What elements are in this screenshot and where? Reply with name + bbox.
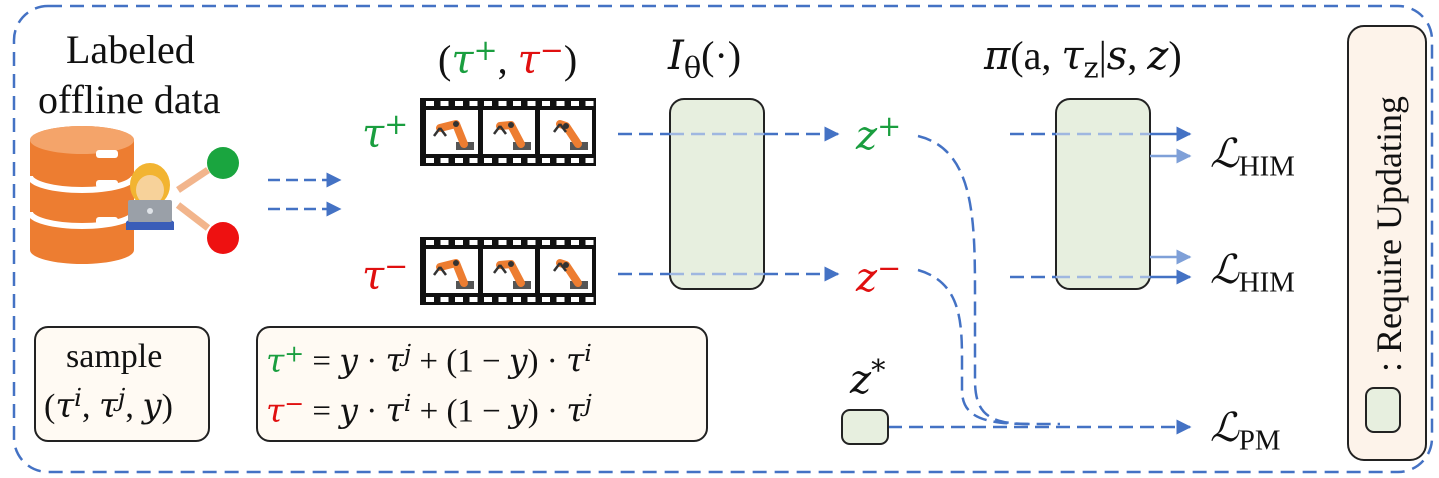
robot-arm-icon	[493, 260, 531, 289]
film-perforation	[585, 240, 594, 245]
film-perforation	[440, 240, 449, 245]
green-circle-icon	[207, 147, 239, 179]
formula-row-2: τ− = y · τi + (1 − y) · τj	[266, 389, 592, 430]
film-perforation	[542, 158, 550, 163]
film-perforation	[527, 240, 536, 245]
policy-module	[1055, 98, 1151, 290]
film-perforation	[556, 297, 565, 302]
legend-label: : Require Updating	[1369, 96, 1409, 372]
film-perforation	[469, 158, 478, 163]
red-circle-icon	[207, 222, 239, 254]
film-perforation	[469, 101, 478, 106]
loss-pm: ℒPM	[1210, 405, 1281, 457]
film-perforation	[585, 101, 594, 106]
formula-box	[256, 326, 708, 442]
film-perforation	[498, 101, 507, 106]
film-perforation	[484, 297, 492, 302]
film-perforation	[426, 101, 434, 106]
film-perforation	[455, 101, 463, 106]
film-perforation	[542, 297, 550, 302]
z-minus-label: z−	[856, 251, 902, 301]
encoder-label: Iθ(·)	[668, 33, 742, 85]
data-source-line1: Labeled	[66, 27, 195, 72]
formula-row-1: τ+ = y · τj + (1 − y) · τi	[266, 339, 592, 380]
pair-open: (	[438, 36, 452, 82]
film-perforation	[513, 158, 521, 163]
film-perforation	[571, 240, 579, 245]
film-perforation	[571, 101, 579, 106]
film-perforation	[455, 158, 463, 163]
encoder-module	[669, 98, 765, 290]
film-perforation	[426, 297, 434, 302]
connector-positive	[176, 167, 210, 193]
outer-frame	[12, 4, 1434, 474]
film-perforation	[527, 297, 536, 302]
film-perforation	[440, 297, 449, 302]
robot-arm-filmstrip-icon	[420, 237, 596, 305]
film-perforation	[455, 240, 463, 245]
person-with-laptop-icon	[126, 163, 174, 230]
robot-arm-icon	[553, 120, 588, 150]
loss-him-1: ℒHIM	[1210, 131, 1295, 183]
sample-box-line1: sample	[66, 338, 163, 375]
pair-tau-minus: τ−	[517, 33, 564, 83]
film-perforation	[498, 297, 507, 302]
film-perforation	[426, 240, 434, 245]
database-icon	[27, 126, 137, 264]
film-perforation	[542, 240, 550, 245]
film-perforation	[498, 158, 507, 163]
film-perforation	[498, 240, 507, 245]
sample-box-line2: (τi, τj, y)	[44, 383, 173, 427]
film-perforation	[513, 101, 521, 106]
policy-label: π(a, τz|s, z)	[984, 33, 1182, 85]
film-perforation	[556, 158, 565, 163]
film-perforation	[542, 101, 550, 106]
zplus-pm-curve	[917, 134, 1060, 426]
film-perforation	[513, 240, 521, 245]
film-perforation	[556, 240, 565, 245]
legend-box	[1347, 25, 1427, 461]
traj-plus-label: τ+	[362, 107, 409, 157]
loss-him-2: ℒHIM	[1210, 247, 1295, 299]
film-perforation	[585, 158, 594, 163]
film-perforation	[484, 101, 492, 106]
zminus-pm-curve	[917, 268, 1031, 426]
robot-arm-icon	[433, 259, 474, 289]
z-star-label: z*	[850, 353, 886, 403]
zstar-module	[841, 409, 889, 445]
robot-arm-icon	[433, 120, 474, 150]
film-perforation	[440, 158, 449, 163]
film-perforation	[455, 297, 463, 302]
film-perforation	[556, 101, 565, 106]
connector-negative	[175, 202, 211, 231]
traj-minus-label: τ−	[362, 249, 409, 299]
pair-tau-plus: τ+	[451, 33, 498, 83]
film-perforation	[469, 297, 478, 302]
pair-comma: ,	[497, 36, 518, 82]
legend-swatch	[1365, 387, 1401, 433]
robot-arm-filmstrip-icon	[420, 98, 596, 166]
sample-box	[34, 326, 210, 442]
robot-arm-icon	[493, 121, 531, 150]
pair-label: (τ+, τ−)	[438, 36, 577, 80]
film-perforation	[585, 297, 594, 302]
z-plus-label: z+	[856, 109, 902, 159]
pair-close: )	[563, 36, 578, 82]
robot-arm-icon	[553, 259, 588, 289]
film-perforation	[513, 297, 521, 302]
film-perforation	[440, 101, 449, 106]
film-perforation	[426, 158, 434, 163]
film-perforation	[571, 297, 579, 302]
film-perforation	[527, 158, 536, 163]
film-perforation	[571, 158, 579, 163]
film-perforation	[527, 101, 536, 106]
data-source-line2: offline data	[38, 77, 221, 122]
film-perforation	[484, 158, 492, 163]
film-perforation	[484, 240, 492, 245]
film-perforation	[469, 240, 478, 245]
